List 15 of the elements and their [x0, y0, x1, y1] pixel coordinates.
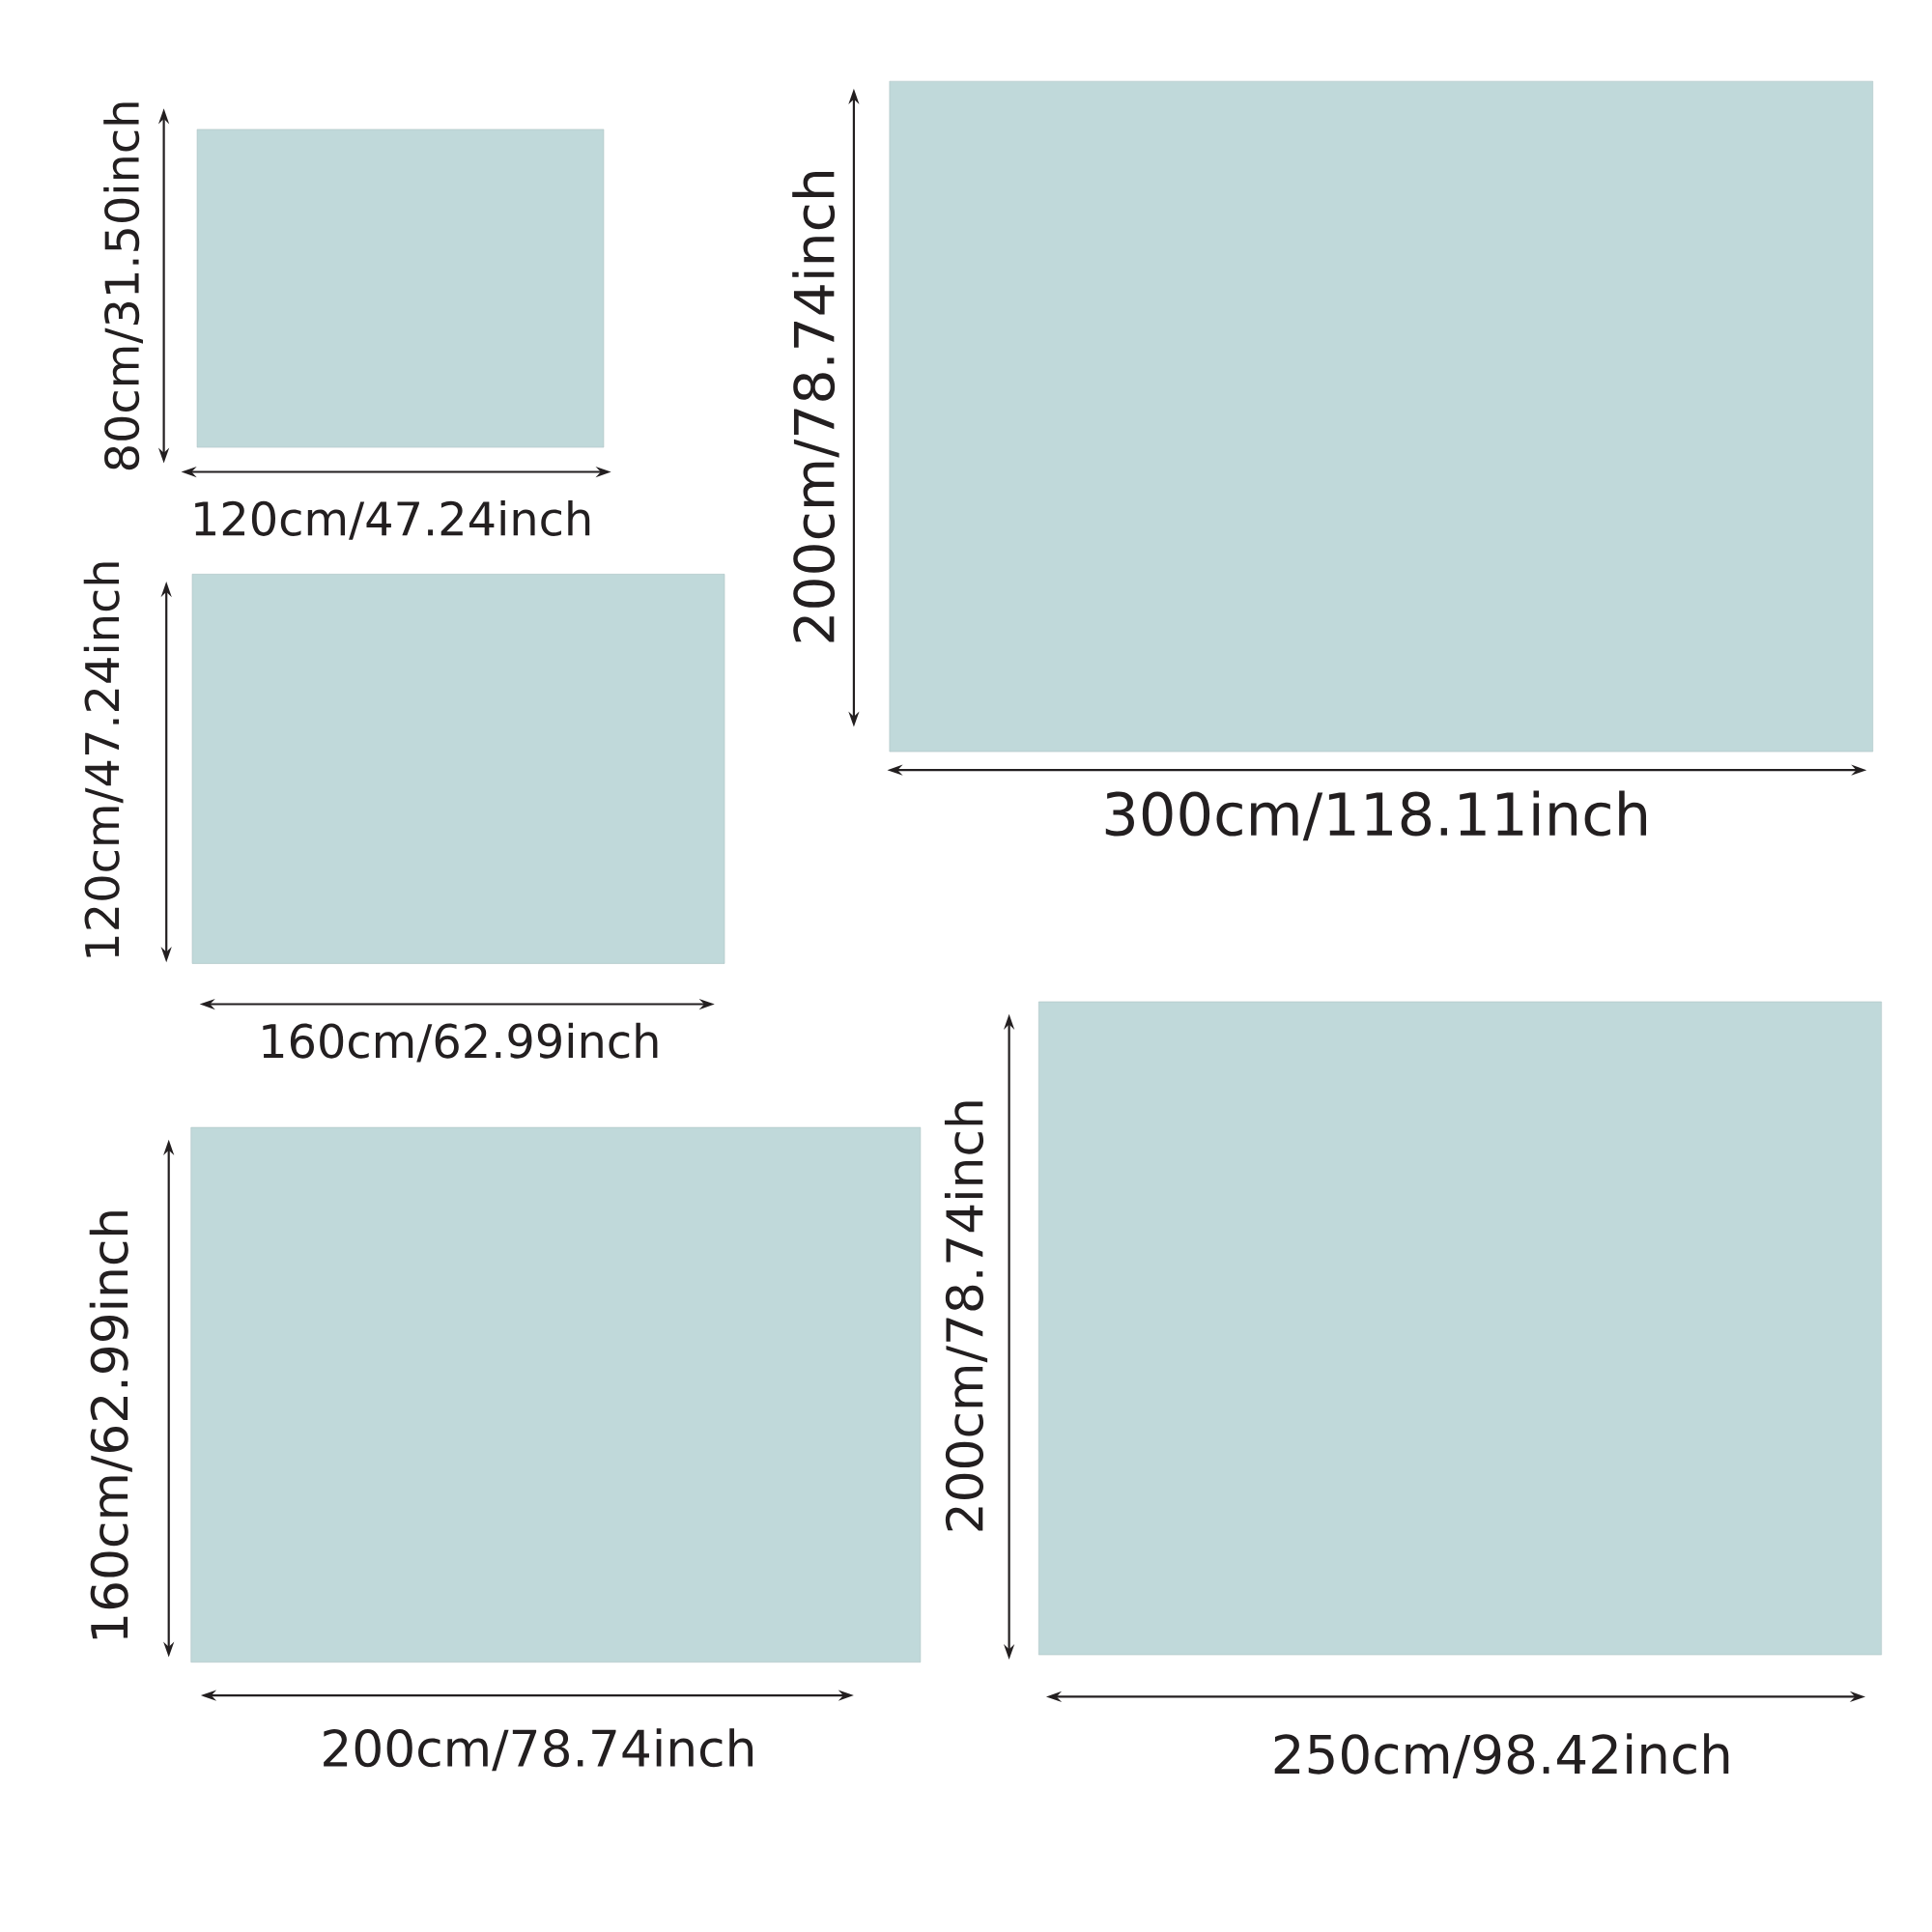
dimension-label: 120cm/47.24inch: [195, 499, 590, 540]
dimension-label: 250cm/98.42inch: [1274, 1733, 1729, 1778]
dimension-label: 160cm/62.99inch: [89, 1211, 132, 1639]
panel: [1038, 1001, 1883, 1656]
dimension-label: 200cm/78.74inch: [324, 1728, 753, 1772]
panel: [190, 1126, 922, 1662]
dimension-label: 80cm/31.50inch: [103, 102, 143, 470]
dimension-label: 160cm/62.99inch: [263, 1022, 658, 1063]
dimension-label: 120cm/47.24inch: [83, 562, 124, 957]
dimension-label: 200cm/78.74inch: [792, 172, 839, 642]
panel: [191, 574, 725, 964]
panel: [196, 128, 605, 448]
dimension-label: 300cm/118.11inch: [1105, 790, 1646, 841]
dimension-label: 200cm/78.74inch: [944, 1101, 988, 1531]
panel: [889, 80, 1874, 753]
